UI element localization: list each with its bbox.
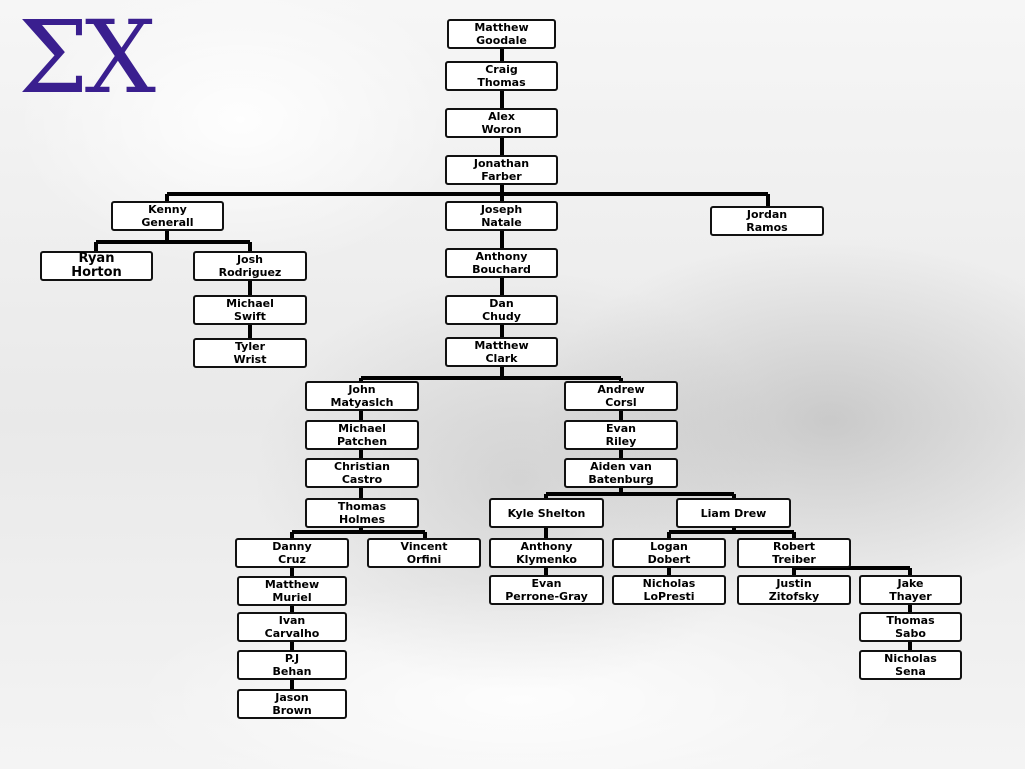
node-ivan-carvalho: Ivan Carvalho bbox=[237, 612, 347, 642]
node-matthew-clark: Matthew Clark bbox=[445, 337, 558, 367]
node-ryan-horton: Ryan Horton bbox=[40, 251, 153, 281]
node-anthony-bouchard: Anthony Bouchard bbox=[445, 248, 558, 278]
node-tyler-wrist: Tyler Wrist bbox=[193, 338, 307, 368]
node-jonathan-farber: Jonathan Farber bbox=[445, 155, 558, 185]
node-christian-castro: Christian Castro bbox=[305, 458, 419, 488]
node-pj-behan: P.J Behan bbox=[237, 650, 347, 680]
node-jordan-ramos: Jordan Ramos bbox=[710, 206, 824, 236]
node-danny-cruz: Danny Cruz bbox=[235, 538, 349, 568]
node-logan-dobert: Logan Dobert bbox=[612, 538, 726, 568]
node-robert-treiber: Robert Treiber bbox=[737, 538, 851, 568]
node-craig-thomas: Craig Thomas bbox=[445, 61, 558, 91]
node-evan-riley: Evan Riley bbox=[564, 420, 678, 450]
node-matthew-goodale: Matthew Goodale bbox=[447, 19, 556, 49]
node-liam-drew: Liam Drew bbox=[676, 498, 791, 528]
node-dan-chudy: Dan Chudy bbox=[445, 295, 558, 325]
sigma-chi-logo: ΣΧ bbox=[18, 0, 156, 116]
node-jake-thayer: Jake Thayer bbox=[859, 575, 962, 605]
node-justin-zitofsky: Justin Zitofsky bbox=[737, 575, 851, 605]
node-kyle-shelton: Kyle Shelton bbox=[489, 498, 604, 528]
node-nicholas-sena: Nicholas Sena bbox=[859, 650, 962, 680]
node-andrew-corsl: Andrew Corsl bbox=[564, 381, 678, 411]
node-jason-brown: Jason Brown bbox=[237, 689, 347, 719]
node-michael-swift: Michael Swift bbox=[193, 295, 307, 325]
node-thomas-holmes: Thomas Holmes bbox=[305, 498, 419, 528]
node-thomas-sabo: Thomas Sabo bbox=[859, 612, 962, 642]
node-vincent-orfini: Vincent Orfini bbox=[367, 538, 481, 568]
node-kenny-generall: Kenny Generall bbox=[111, 201, 224, 231]
node-anthony-klymenko: Anthony Klymenko bbox=[489, 538, 604, 568]
node-michael-patchen: Michael Patchen bbox=[305, 420, 419, 450]
node-evan-perrone-gray: Evan Perrone-Gray bbox=[489, 575, 604, 605]
node-aiden-van-batenburg: Aiden van Batenburg bbox=[564, 458, 678, 488]
node-alex-woron: Alex Woron bbox=[445, 108, 558, 138]
node-nicholas-lopresti: Nicholas LoPresti bbox=[612, 575, 726, 605]
node-joseph-natale: Joseph Natale bbox=[445, 201, 558, 231]
node-john-matyaslch: John Matyaslch bbox=[305, 381, 419, 411]
node-josh-rodriguez: Josh Rodriguez bbox=[193, 251, 307, 281]
node-matthew-muriel: Matthew Muriel bbox=[237, 576, 347, 606]
